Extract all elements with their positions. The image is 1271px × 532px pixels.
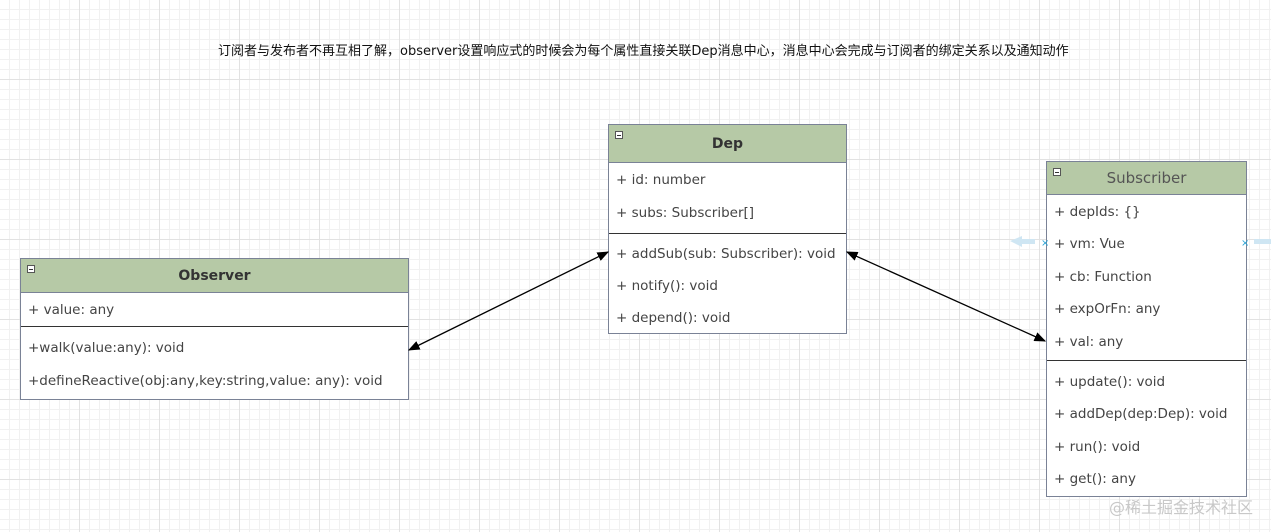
collapse-icon[interactable] xyxy=(615,131,623,139)
subscriber-method: + get(): any xyxy=(1054,471,1136,487)
dep-method: + addSub(sub: Subscriber): void xyxy=(616,246,836,262)
subscriber-class-header: Subscriber xyxy=(1047,162,1246,195)
watermark: @稀土掘金技术社区 xyxy=(1108,498,1253,517)
subscriber-field: + cb: Function xyxy=(1054,268,1152,285)
collapse-icon[interactable] xyxy=(1053,168,1061,176)
dep-class[interactable]: Dep + id: number + subs: Subscriber[] + … xyxy=(608,124,847,334)
observer-method: +walk(value:any): void xyxy=(28,339,185,356)
observer-divider xyxy=(21,326,408,331)
observer-class-name: Observer xyxy=(178,267,251,284)
subscriber-field: + expOrFn: any xyxy=(1054,301,1161,317)
dep-class-name: Dep xyxy=(711,135,744,152)
subscriber-method: + update(): void xyxy=(1054,373,1166,390)
guide-arrow-icon: × xyxy=(1010,236,1049,249)
dep-method: + notify(): void xyxy=(616,278,718,294)
subscriber-field: + val: any xyxy=(1054,333,1124,350)
subscriber-field: + vm: Vue xyxy=(1054,236,1125,252)
dep-divider xyxy=(609,233,846,238)
svg-text:×: × xyxy=(1041,238,1049,249)
guide-arrow-icon: × xyxy=(1241,238,1271,249)
observer-class-header: Observer xyxy=(21,259,408,293)
dep-field: + subs: Subscriber[] xyxy=(616,204,755,221)
subscriber-class-name: Subscriber xyxy=(1106,169,1187,187)
observer-class[interactable]: Observer + value: any +walk(value:any): … xyxy=(20,258,409,400)
observer-field: + value: any xyxy=(28,301,115,318)
svg-text:×: × xyxy=(1241,238,1249,249)
subscriber-method: + addDep(dep:Dep): void xyxy=(1054,406,1228,422)
subscriber-method: + run(): void xyxy=(1054,438,1141,455)
subscriber-class[interactable]: Subscriber + depIds: {} + vm: Vue + cb: … xyxy=(1046,161,1247,497)
collapse-icon[interactable] xyxy=(27,265,35,273)
dep-class-header: Dep xyxy=(609,125,846,163)
subscriber-field: + depIds: {} xyxy=(1054,203,1141,220)
diagram-note: 订阅者与发布者不再互相了解，observer设置响应式的时候会为每个属性直接关联… xyxy=(218,44,1069,59)
subscriber-divider xyxy=(1047,360,1246,365)
dep-method: + depend(): void xyxy=(616,310,731,326)
observer-method: +defineReactive(obj:any,key:string,value… xyxy=(28,372,383,389)
dep-subscriber-link[interactable] xyxy=(845,251,1047,342)
observer-dep-link[interactable] xyxy=(407,251,610,351)
dep-field: + id: number xyxy=(616,171,706,188)
